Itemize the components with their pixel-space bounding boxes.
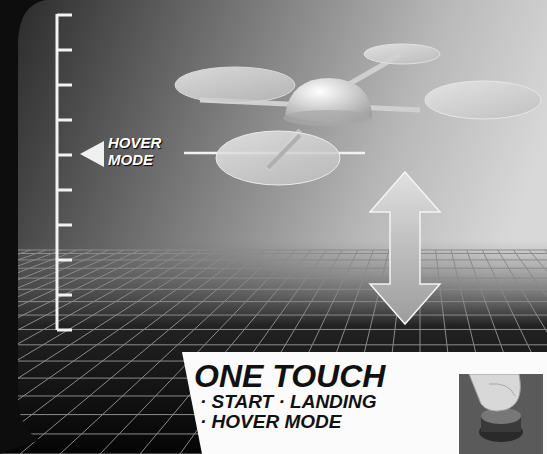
height-scale	[57, 14, 72, 330]
button-photo	[459, 374, 543, 454]
rotor	[364, 44, 440, 64]
rotor	[425, 81, 541, 119]
hover-pointer	[80, 141, 104, 167]
drone	[175, 44, 541, 185]
panel-body: · START · LANDING · HOVER MODE	[194, 392, 382, 432]
rotor	[216, 131, 340, 185]
floor	[0, 240, 547, 454]
one-touch-panel: ONE TOUCH· START · LANDING · HOVER MODE	[160, 352, 547, 454]
floor-grid	[0, 250, 547, 454]
frame-edge	[0, 0, 45, 454]
rotor	[175, 67, 295, 103]
panel-heading: ONE TOUCH	[194, 360, 547, 392]
up-down-arrow	[370, 172, 440, 324]
mode-label: HOVER MODE	[108, 134, 178, 168]
